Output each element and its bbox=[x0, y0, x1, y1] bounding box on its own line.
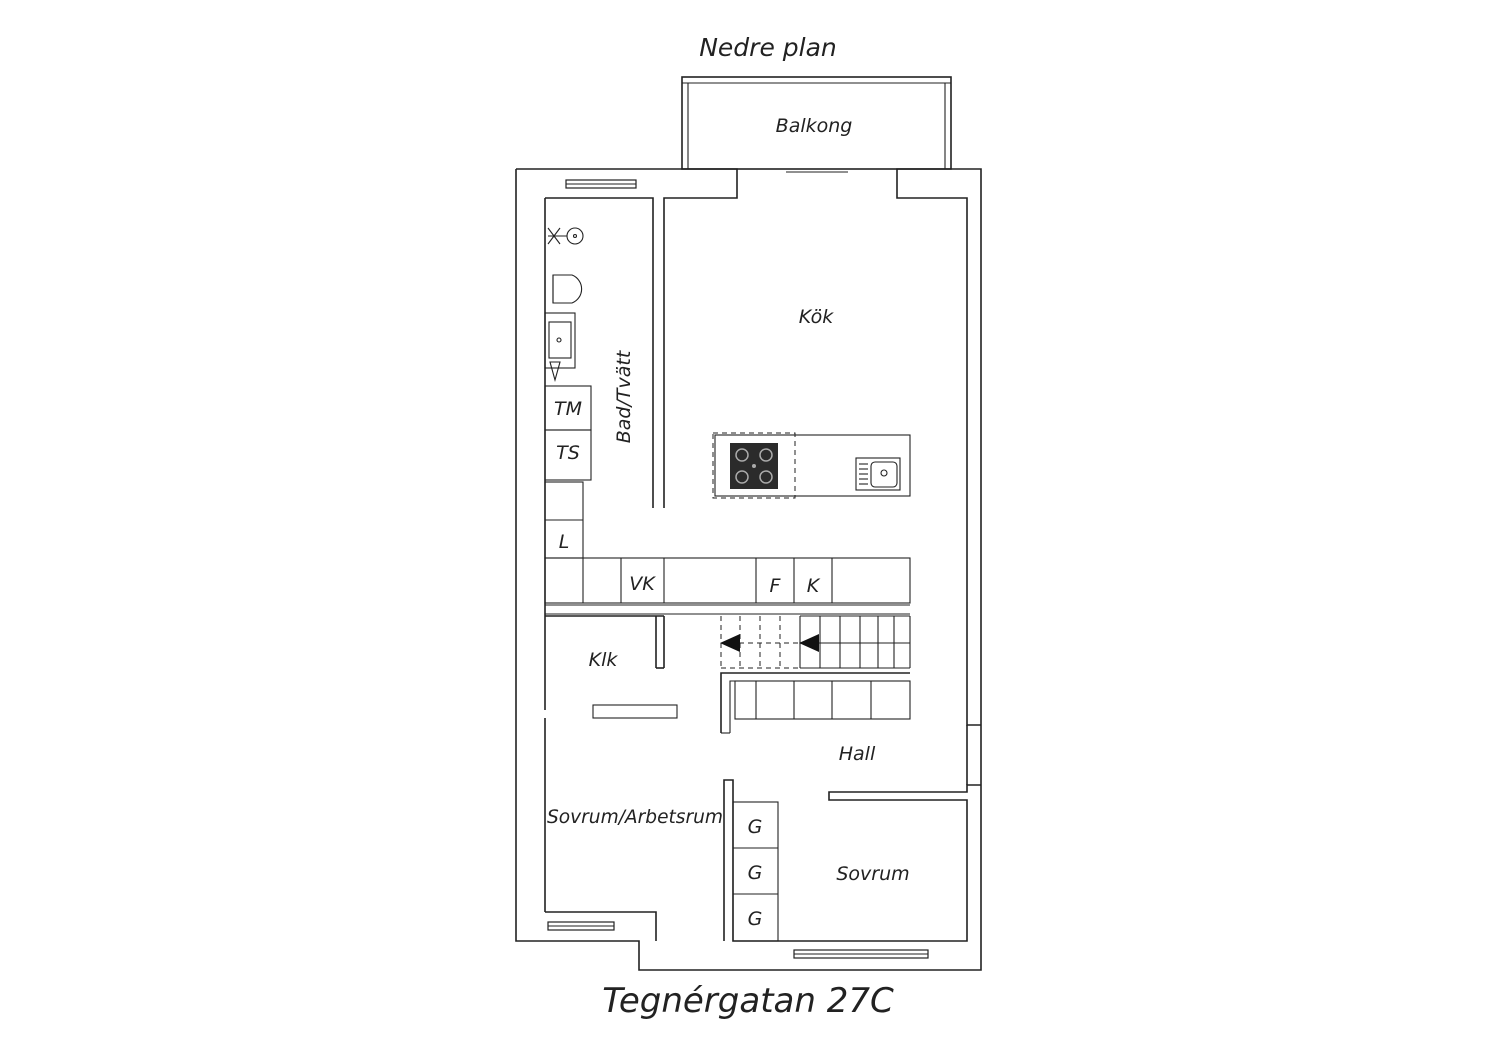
label-g3: G bbox=[748, 908, 763, 930]
label-g2: G bbox=[748, 862, 763, 884]
outer-walls bbox=[515, 168, 982, 971]
room-label-balkong: Balkong bbox=[776, 115, 853, 137]
bathroom-fixtures bbox=[544, 227, 592, 481]
floor-title: Nedre plan bbox=[699, 33, 837, 62]
label-l: L bbox=[559, 531, 570, 553]
room-label-sovrum-arbetsrum: Sovrum/Arbetsrum bbox=[547, 806, 723, 828]
kitchen-island bbox=[712, 432, 911, 499]
room-label-bad-tvatt: Bad/Tvätt bbox=[613, 349, 635, 443]
staircase bbox=[720, 615, 911, 734]
tumble-dryer bbox=[544, 429, 592, 481]
cooktop-icon bbox=[730, 443, 778, 489]
room-label-kok: Kök bbox=[799, 306, 834, 328]
stair-arrow-icon bbox=[720, 634, 740, 652]
balcony bbox=[681, 76, 952, 170]
room-label-sovrum: Sovrum bbox=[836, 863, 909, 885]
room-label-hall: Hall bbox=[839, 743, 876, 765]
closet-walls bbox=[545, 615, 678, 719]
kitchen-counter bbox=[544, 481, 911, 615]
label-f: F bbox=[770, 575, 782, 597]
room-label-klk: Klk bbox=[589, 649, 619, 671]
sink-icon bbox=[855, 457, 901, 491]
shelf bbox=[592, 704, 678, 719]
toilet-icon bbox=[552, 274, 583, 304]
wardrobes bbox=[732, 801, 779, 942]
label-ts: TS bbox=[556, 442, 580, 464]
label-vk: VK bbox=[629, 573, 656, 595]
address-title: Tegnérgatan 27C bbox=[602, 981, 894, 1021]
label-g1: G bbox=[748, 816, 763, 838]
label-k: K bbox=[807, 575, 821, 597]
windows bbox=[547, 171, 929, 959]
shower-icon bbox=[547, 227, 584, 245]
label-tm: TM bbox=[554, 398, 582, 420]
stair-arrow-icon bbox=[799, 634, 819, 652]
washbasin-icon bbox=[544, 312, 576, 383]
